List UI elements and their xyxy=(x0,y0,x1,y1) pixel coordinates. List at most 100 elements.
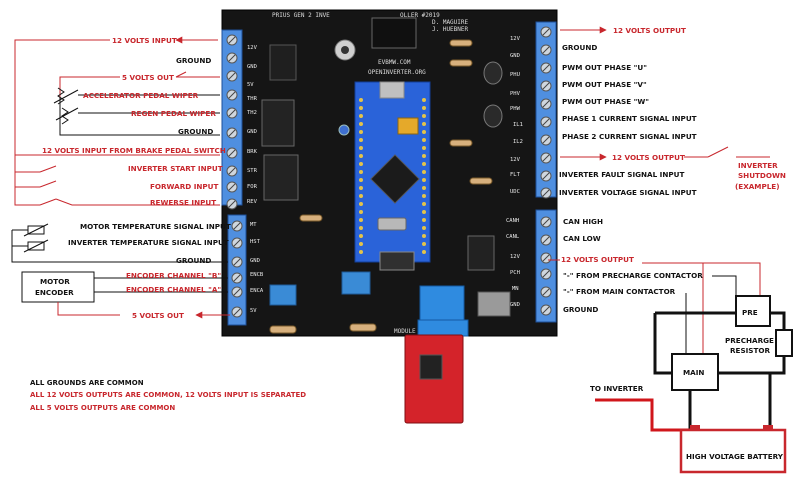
board-site-2: OPENINVERTER.ORG xyxy=(368,69,426,76)
label-ground: GROUND xyxy=(176,256,211,265)
screw-slot xyxy=(233,222,241,230)
label-12v-output-3: 12 VOLTS OUTPUT xyxy=(561,255,634,264)
header-pins xyxy=(379,251,415,271)
screw-slot xyxy=(228,91,236,99)
label-encoder-a: ENCODER CHANNEL "A" xyxy=(126,285,221,294)
pin-label: FOR xyxy=(247,184,258,190)
main-contactor xyxy=(671,353,719,391)
right-pin-labels: 12V GND PHU PHV PHW IL1 IL2 12V FLT UDC … xyxy=(506,36,523,308)
pin-label: GND xyxy=(510,302,520,308)
mcu-pin xyxy=(422,146,426,150)
mcu-pin xyxy=(359,122,363,126)
label-regen-wiper: REGEN PEDAL WIPER xyxy=(131,109,216,118)
mcu-pin xyxy=(359,114,363,118)
label-ground: GROUND xyxy=(562,43,597,52)
mcu-pin xyxy=(422,234,426,238)
label-12v-input: 12 VOLTS INPUT xyxy=(112,36,177,45)
mcu-pin xyxy=(422,226,426,230)
mcu-pin xyxy=(359,226,363,230)
label-encoder-b: ENCODER CHANNEL "B" xyxy=(126,271,221,280)
crystal xyxy=(377,217,407,231)
pin-label: PHW xyxy=(510,106,521,112)
mcu-pin xyxy=(359,154,363,158)
capacitor-top xyxy=(341,46,349,54)
transistor xyxy=(483,104,503,128)
screw-slot xyxy=(233,308,241,316)
mcu-pin xyxy=(359,146,363,150)
pin-label: MN xyxy=(512,286,519,292)
screw-slot xyxy=(542,154,550,162)
screw-slot xyxy=(542,64,550,72)
label-to-inverter: TO INVERTER xyxy=(590,384,644,393)
screw-slot xyxy=(542,288,550,296)
label-ground: GROUND xyxy=(176,56,211,65)
mcu-pin xyxy=(359,106,363,110)
jumper-block xyxy=(397,117,419,135)
left-wiring xyxy=(11,36,230,319)
label-inverter-shutdown-3: (EXAMPLE) xyxy=(735,182,780,191)
label-5v-out-2: 5 VOLTS OUT xyxy=(132,311,184,320)
board-author-1: D. MAGUIRE xyxy=(432,19,469,26)
connector-header xyxy=(371,17,417,49)
resistor xyxy=(269,325,297,334)
bluepill-mcu-board xyxy=(354,81,431,263)
mcu-pin xyxy=(422,98,426,102)
mcu-pin xyxy=(359,130,363,134)
mcu-pin xyxy=(422,242,426,246)
board-author-2: J. HUEBNER xyxy=(432,26,469,33)
pin-label: STR xyxy=(247,168,258,174)
screw-slot xyxy=(228,109,236,117)
motor-encoder-label-1: MOTOR xyxy=(40,277,70,286)
note-grounds: ALL GROUNDS ARE COMMON xyxy=(30,379,144,387)
pin-label: CANH xyxy=(506,218,519,224)
label-inverter-voltage: INVERTER VOLTAGE SIGNAL INPUT xyxy=(559,188,697,197)
label-5v-out: 5 VOLTS OUT xyxy=(122,73,174,82)
label-pwm-v: PWM OUT PHASE "V" xyxy=(562,80,647,89)
resistor xyxy=(469,177,493,185)
pin-label: GND xyxy=(247,129,257,135)
pin-label: ENCB xyxy=(250,272,264,278)
left-pin-labels: 12V GND 5V THR TH2 GND BRK STR FOR REV M… xyxy=(247,45,264,314)
ic-chip xyxy=(467,235,495,271)
resistor xyxy=(449,139,473,147)
pin-label: 12V xyxy=(510,36,521,42)
screw-slot xyxy=(233,239,241,247)
left-screws xyxy=(226,34,243,318)
pin-label: MT xyxy=(250,222,257,228)
mcu-pin xyxy=(359,218,363,222)
label-brake-switch: 12 VOLTS INPUT FROM BRAKE PEDAL SWITCH xyxy=(42,146,226,155)
mcu-pin xyxy=(359,98,363,102)
label-inverter-start: INVERTER START INPUT xyxy=(128,164,223,173)
label-ground: GROUND xyxy=(563,305,598,314)
screw-slot xyxy=(542,118,550,126)
label-forward-input: FORWARD INPUT xyxy=(150,182,219,191)
mcu-pin xyxy=(422,194,426,198)
pin-label: PCH xyxy=(510,270,520,276)
pin-label: 5V xyxy=(250,308,257,314)
resistor xyxy=(349,323,377,332)
label-12v-output-2: 12 VOLTS OUTPUT xyxy=(612,153,685,162)
mcu-pin xyxy=(422,170,426,174)
mcu-pin xyxy=(422,218,426,222)
screw-slot xyxy=(228,72,236,80)
capacitor-box xyxy=(341,271,371,295)
label-precharge-resistor-2: RESISTOR xyxy=(730,346,770,355)
mcu-pin xyxy=(359,234,363,238)
mcu-pin xyxy=(359,210,363,214)
screw-slot xyxy=(228,200,236,208)
mcu-pin xyxy=(422,202,426,206)
label-inverter-shutdown-2: SHUTDOWN xyxy=(738,171,786,180)
pin-label: ENCA xyxy=(250,288,264,294)
pin-label: 12V xyxy=(247,45,258,51)
pin-label: PHV xyxy=(510,91,521,97)
mcu-pin xyxy=(422,154,426,158)
pin-label: UDC xyxy=(510,189,520,195)
label-12v-output: 12 VOLTS OUTPUT xyxy=(613,26,686,35)
mcu-pin xyxy=(422,138,426,142)
mcu-pin xyxy=(422,210,426,214)
pin-label: HST xyxy=(250,239,261,245)
label-reverse-input: REWERSE INPUT xyxy=(150,198,216,207)
screw-slot xyxy=(542,236,550,244)
screw-slot xyxy=(228,129,236,137)
